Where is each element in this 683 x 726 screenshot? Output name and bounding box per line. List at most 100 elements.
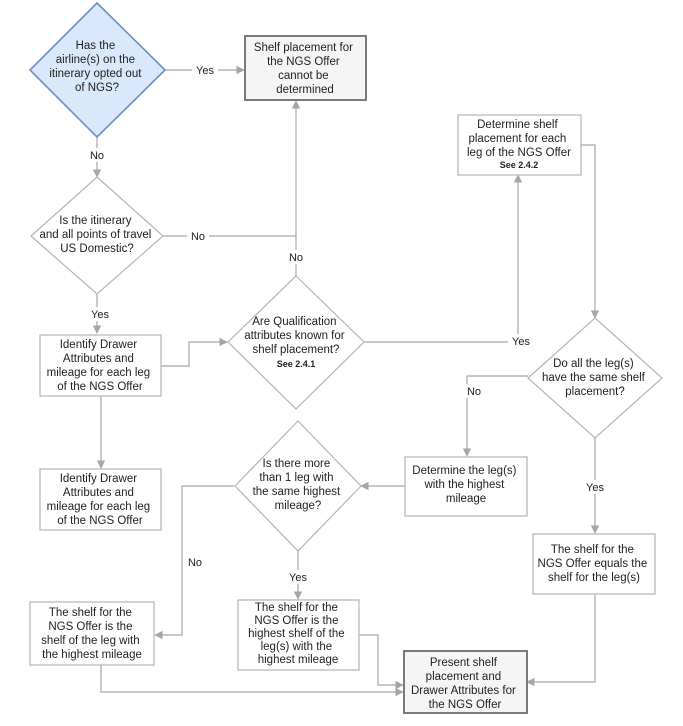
- node-text-line: the same highest: [253, 486, 341, 498]
- edge-qualification-yes: [364, 174, 523, 343]
- node-text-line: highest mileage: [258, 654, 339, 666]
- node-text-line: the NGS Offer: [429, 699, 502, 711]
- node-text-line: placement and: [426, 671, 501, 683]
- process-box: [29, 601, 155, 666]
- node-text-line: Has the: [76, 40, 116, 52]
- edge-label-qualification-no: No: [289, 252, 303, 264]
- node-text-line: shelf placement?: [253, 344, 340, 356]
- edge-label-bg: [88, 307, 112, 321]
- process-box: [39, 334, 162, 397]
- edge-label-same-no: No: [467, 386, 481, 398]
- process-box: [532, 533, 656, 595]
- node-us-domestic: Is the itinerary and all points of trave…: [39, 215, 154, 255]
- node-text-line: shelf of the leg with: [41, 635, 139, 647]
- process-box: [39, 468, 162, 531]
- node-text-line: of the NGS Offer: [57, 381, 143, 393]
- node-text-line: Identify Drawer: [60, 339, 138, 351]
- node-identify-drawer-top: Identify Drawer Attributes and mileage f…: [47, 339, 154, 393]
- node-text-line: Present shelf: [430, 657, 498, 669]
- node-text-line: Identify Drawer: [60, 473, 138, 485]
- edge-same-no: [462, 375, 528, 457]
- edge-label-more-yes: Yes: [289, 572, 307, 584]
- node-text-line: the NGS Offer: [267, 56, 340, 68]
- node-text-line: shelf for the leg(s): [548, 572, 640, 584]
- edge-label-bg: [508, 334, 534, 348]
- terminal-box: [403, 650, 528, 714]
- edge-domestic-no: [163, 100, 301, 237]
- node-text-line: mileage for each leg: [47, 501, 151, 513]
- edge-drawer-to-qualification: [161, 337, 228, 367]
- node-text-line: highest shelf of the: [248, 628, 345, 640]
- node-shelf-equals-legs: The shelf for the NGS Offer equals the s…: [538, 544, 651, 584]
- process-box: [404, 456, 528, 517]
- edge-label-qualification-yes: Yes: [512, 336, 530, 348]
- node-text-line: NGS Offer is the: [254, 615, 338, 627]
- edge-label-bg: [87, 148, 107, 162]
- node-text-line: mileage?: [275, 500, 322, 512]
- edge-label-bg: [192, 62, 218, 77]
- node-shelf-of-leg-highest: The shelf for the NGS Offer is the shelf…: [41, 607, 143, 661]
- node-text-line: Shelf placement for: [254, 42, 353, 54]
- node-text-line: Attributes and: [63, 353, 134, 365]
- node-text-line: The shelf for the: [49, 607, 132, 619]
- node-determine-highest-leg: Determine the leg(s) with the highest mi…: [412, 465, 519, 505]
- process-box: [237, 599, 360, 671]
- edge-label-bg: [582, 480, 608, 494]
- node-text-line: of the NGS Offer: [57, 515, 143, 527]
- start-decision-diamond: [28, 1, 167, 139]
- node-text-line: attributes known for: [244, 330, 345, 342]
- node-text-line: than 1 leg with: [259, 472, 333, 484]
- node-text-line: NGS Offer is the: [48, 621, 132, 633]
- node-text-line: mileage for each leg: [47, 367, 151, 379]
- edge-label-more-no: No: [188, 557, 202, 569]
- node-text-line: placement?: [565, 386, 624, 398]
- edge-more-no: [154, 485, 234, 640]
- node-text-line: have the same shelf: [542, 372, 646, 384]
- node-text-line: mileage: [446, 493, 486, 505]
- edge-label-bg: [285, 570, 311, 584]
- node-text-line: placement for each: [468, 133, 566, 145]
- node-same-shelf-all-legs: Do all the leg(s) have the same shelf pl…: [542, 358, 648, 398]
- node-text-line: Is there more: [263, 458, 331, 470]
- edge-determine-to-same: [581, 144, 600, 319]
- decision-diamond: [30, 176, 164, 295]
- terminal-box: [244, 35, 367, 101]
- edge-highestshelf-to-present: [359, 634, 404, 690]
- node-shelf-cannot-be-determined: Shelf placement for the NGS Offer cannot…: [254, 42, 356, 96]
- node-airline-opted-out: Has the airline(s) on the itinerary opte…: [49, 40, 144, 94]
- edge-label-domestic-yes: Yes: [91, 309, 109, 321]
- node-text-line: Determine shelf: [477, 119, 558, 131]
- node-text-line: US Domestic?: [60, 243, 134, 255]
- node-text-line: leg of the NGS Offer: [467, 147, 571, 159]
- node-highest-shelf-of-legs: The shelf for the NGS Offer is the highe…: [248, 602, 348, 666]
- node-text-line: the highest mileage: [42, 649, 142, 661]
- decision-diamond: [234, 420, 362, 552]
- node-text-line: Attributes and: [63, 487, 134, 499]
- edge-label-bg: [285, 250, 307, 264]
- node-text-line: leg(s) with the: [261, 641, 333, 653]
- edge-label-bg: [463, 384, 485, 398]
- edge-label-optedout-yes: Yes: [196, 65, 214, 77]
- node-more-than-one-leg: Is there more than 1 leg with the same h…: [253, 458, 344, 512]
- node-text-line: Do all the leg(s): [553, 358, 634, 370]
- edge-label-same-yes: Yes: [586, 482, 604, 494]
- node-text-line: and all points of travel: [39, 229, 151, 241]
- edge-label-bg: [187, 229, 209, 243]
- node-text-line: NGS Offer equals the: [538, 558, 648, 570]
- edge-equals-to-present: [526, 595, 596, 687]
- edge-label-domestic-no: No: [191, 231, 205, 243]
- node-qualification-known: Are Qualification attributes known for s…: [244, 316, 348, 356]
- node-identify-drawer-bottom: Identify Drawer Attributes and mileage f…: [47, 473, 154, 527]
- node-text-line: Are Qualification: [252, 316, 336, 328]
- node-text-line: of NGS?: [75, 82, 119, 94]
- node-present-shelf: Present shelf placement and Drawer Attri…: [411, 657, 519, 711]
- edge-label-optedout-no: No: [90, 150, 104, 162]
- node-text-line: The shelf for the: [255, 602, 338, 614]
- node-text-line: determined: [276, 84, 334, 96]
- node-text-line: Determine the leg(s): [412, 465, 516, 477]
- node-determine-shelf-each-leg: Determine shelf placement for each leg o…: [467, 119, 571, 159]
- node-text-line: Drawer Attributes for: [411, 685, 516, 697]
- node-text-line: cannot be: [278, 70, 329, 82]
